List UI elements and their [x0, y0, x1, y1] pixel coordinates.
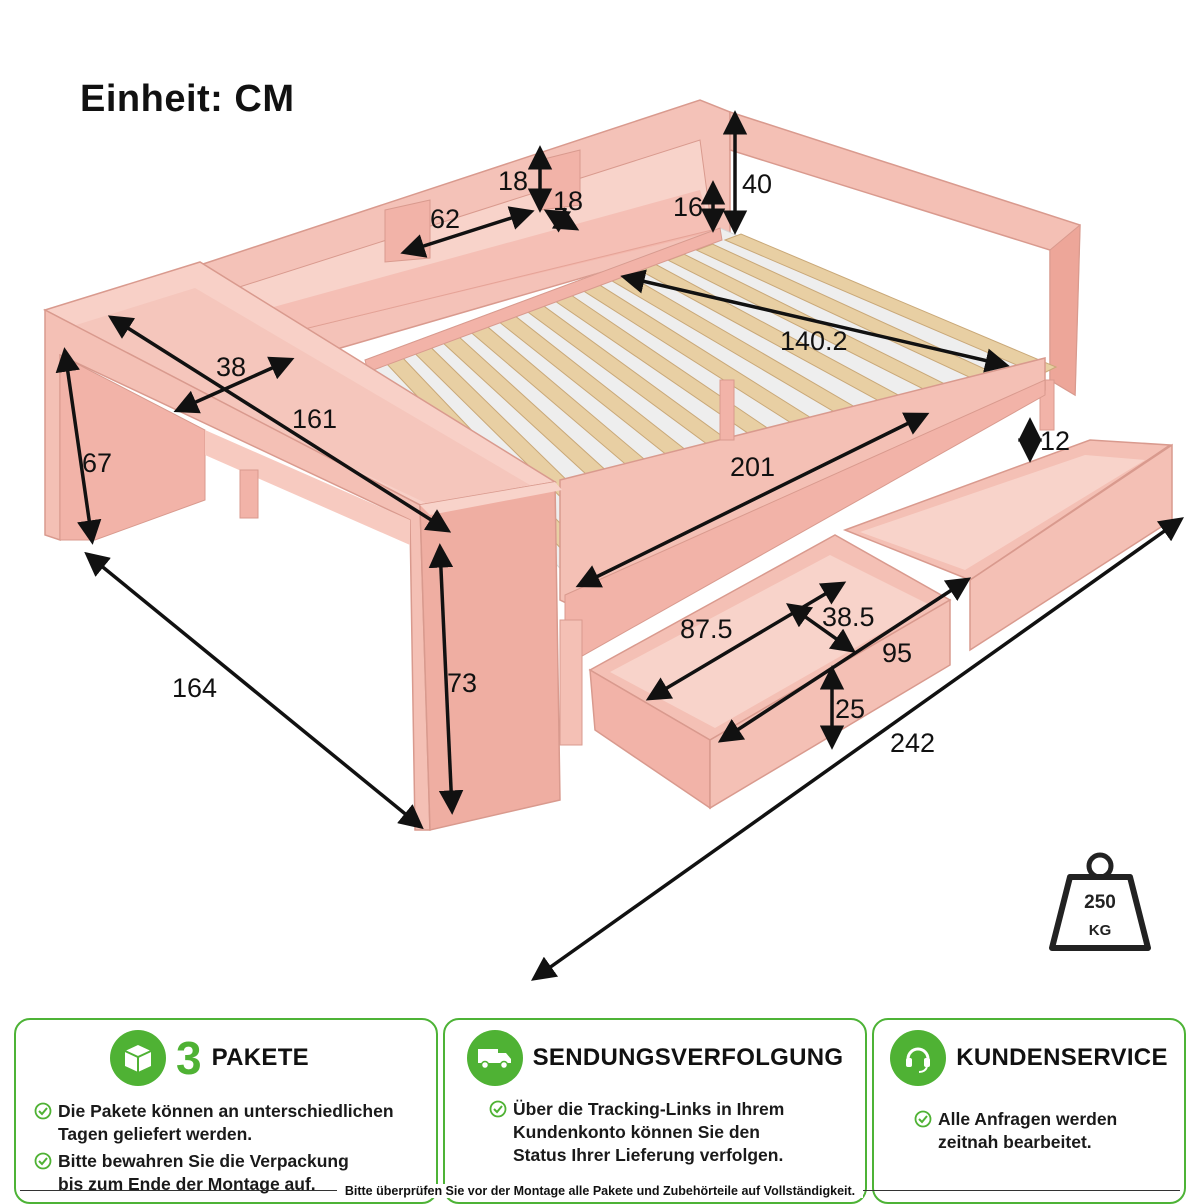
dim-label: 18: [498, 166, 528, 196]
dim-label: 38.5: [822, 602, 875, 632]
dim-label: 16: [673, 192, 703, 222]
check-icon: [34, 1102, 52, 1120]
dim-label: 201: [730, 452, 775, 482]
weight-value: 250: [1084, 892, 1116, 913]
card-heading: PAKETE: [211, 1044, 309, 1071]
card-header: SENDUNGSVERFOLGUNG: [445, 1030, 865, 1086]
dim-label: 87.5: [680, 614, 733, 644]
info-card-tracking: SENDUNGSVERFOLGUNG Über die Tracking-Lin…: [443, 1018, 867, 1204]
info-card-packages: 3 PAKETE Die Pakete können an unterschie…: [14, 1018, 438, 1204]
dim-label: 73: [447, 668, 477, 698]
weight-unit: KG: [1089, 922, 1112, 939]
dim-label: 62: [430, 204, 460, 234]
dim-label: 25: [835, 694, 865, 724]
card-header: KUNDENSERVICE: [874, 1030, 1184, 1086]
dimension-labels: 18 18 62 16 40 38 161 140.2 67 12 201 16…: [82, 166, 1070, 758]
dimension-lines: [55, 110, 1184, 981]
footer: Bitte überprüfen Sie vor der Montage all…: [0, 1181, 1200, 1200]
check-icon: [914, 1110, 932, 1128]
bed-diagram: 18 18 62 16 40 38 161 140.2 67 12 201 16…: [43, 99, 1184, 981]
dim-label: 67: [82, 448, 112, 478]
dim-label: 18: [553, 186, 583, 216]
truck-icon: [466, 1030, 523, 1086]
unit-title: Einheit: CM: [80, 78, 295, 120]
check-icon: [34, 1152, 52, 1170]
footer-note: Bitte überprüfen Sie vor der Montage all…: [336, 1183, 864, 1198]
headset-icon: [890, 1030, 947, 1086]
dim-label: 12: [1040, 426, 1070, 456]
weight-icon: 250 KG: [1049, 852, 1151, 951]
card-header: 3 PAKETE: [110, 1030, 436, 1086]
dim-label: 164: [172, 673, 217, 703]
check-icon: [489, 1100, 507, 1118]
dim-label: 161: [292, 404, 337, 434]
card-heading: SENDUNGSVERFOLGUNG: [532, 1044, 844, 1071]
dim-label: 242: [890, 728, 935, 758]
dim-label: 140.2: [780, 326, 848, 356]
package-icon: [110, 1030, 166, 1086]
dim-label: 95: [882, 638, 912, 668]
package-count: 3: [176, 1032, 202, 1084]
dim-label: 40: [742, 169, 772, 199]
dim-label: 38: [216, 352, 246, 382]
card-heading: KUNDENSERVICE: [956, 1044, 1168, 1071]
